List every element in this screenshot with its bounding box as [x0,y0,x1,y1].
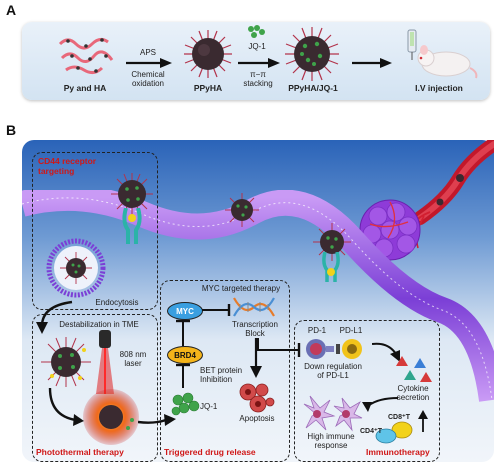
drug-release-box [160,280,290,462]
jq1-molecule-icon [248,25,265,38]
t-cells-icon [375,421,413,444]
step-ppyha-label: PPyHA [193,83,223,93]
brd4-inhibit-myc-line [176,319,190,346]
destabilization-label: Destabilization in TME [59,320,139,329]
cd44-targeting-box [32,152,158,310]
blood-vessel-illustration [401,140,494,249]
arrow1-top-label: APS [139,48,156,57]
cd44-title: CD44 receptor targeting [38,156,97,176]
photothermal-title: Photothermal therapy [36,447,124,457]
arrow-to-apoptosis [250,338,262,378]
destabilized-nanoparticle [41,337,91,387]
endosome-illustration [46,238,106,298]
ppyha-jq1-nanoparticle [285,27,339,81]
up-arrow-icon [418,410,428,432]
arrow-to-immune-cells [362,397,398,412]
immune-cells-illustration [303,395,363,432]
step-py-ha-label: Py and HA [63,83,107,93]
laser-label: 808 nm laser [119,350,147,369]
step-iv-injection-label: I.V injection [415,83,463,93]
arrow2-bottom-label: π−π stacking [243,70,273,89]
apoptotic-cells-icon [239,383,275,413]
high-immune-label: High immune response [307,432,355,451]
heated-nanoparticle [83,389,139,445]
panel-a-letter: A [6,2,17,18]
transcription-block-pd-l1-line [257,338,301,357]
panel-b-letter: B [6,122,17,138]
photothermal-box [32,314,158,462]
nanoparticle-free [225,193,259,227]
arrow1-bottom-label: Chemical oxidation [131,70,165,89]
jq1-label: JQ-1 [200,402,218,411]
py-ha-chains-illustration [58,37,114,75]
pd1-pdl1-checkpoint-icon [306,339,362,359]
cd8-label: CD8⁺T [388,414,410,421]
nanoparticle-receptor-bound [111,173,153,215]
bet-inhibition-label: BET protein Inhibition [200,366,243,385]
arrow1-icon [126,58,172,68]
myc-title: MYC targeted therapy [201,284,281,293]
arrow2-top-label: JQ-1 [248,42,266,51]
cd44-receptor-icon-right [322,252,340,282]
pdl1-label: PD-L1 [339,326,363,335]
cytokine-icon [396,356,432,382]
curved-arrow-photothermal [48,387,84,426]
arrow-to-cytokine [372,342,400,362]
arrow3-icon [352,58,392,68]
laser-beam-illustration [96,330,114,394]
cell-membrane [22,190,494,402]
jq1-inhibit-brd4-line [176,363,190,388]
brd4-node: BRD4 [167,346,203,364]
curved-arrow-endocytosis [36,300,73,334]
apoptosis-label: Apoptosis [239,414,275,423]
step-ppyha-jq1-label: PPyHA/JQ-1 [288,83,338,93]
triggered-release-title: Triggered drug release [164,447,256,457]
cd44-receptor-icon-left [122,208,142,244]
ppyha-nanoparticle [184,30,232,78]
jq1-cluster-icon [171,392,200,416]
endocytosis-label: Endocytosis [95,298,139,307]
immunotherapy-box [294,320,440,462]
mouse-injection-illustration [407,29,478,79]
arrow2-icon [238,58,280,68]
transcription-label: Transcription Block [232,320,278,339]
immunotherapy-title: Immunotherapy [366,447,430,457]
nanoparticle-receptor-right [313,223,351,261]
myc-inhibit-line [202,304,231,316]
pd1-label: PD-1 [307,326,327,335]
arrow-to-drug-release [138,414,176,426]
tumor-cluster-illustration [359,199,421,261]
down-regulation-label: Down regulation of PD-L1 [304,362,362,381]
cd4-label: CD4⁺T [360,428,382,435]
cytokine-secretion-label: Cytokine secretion [396,384,430,403]
dna-helix-icon [233,297,275,317]
